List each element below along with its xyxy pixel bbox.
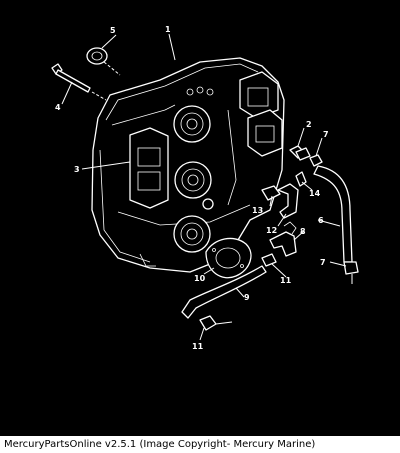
callout-7-top: 7	[323, 130, 329, 139]
elbow-fitting-part-8	[269, 221, 297, 257]
clamp-part-11-bottom	[199, 315, 233, 331]
callout-2: 2	[306, 120, 312, 129]
callout-labels: 1 5 4 3 2 7 14 13 12 6 8 7 10 11 9 11	[55, 25, 329, 351]
fitting-part-2	[289, 145, 311, 161]
callout-12: 12	[266, 226, 277, 235]
clip-part-13	[261, 185, 281, 201]
bolt-part-4	[51, 63, 107, 101]
exploded-parts-diagram: 1 5 4 3 2 7 14 13 12 6 8 7 10 11 9 11	[51, 25, 359, 351]
callout-10: 10	[194, 274, 206, 283]
callout-9: 9	[244, 293, 250, 302]
clamp-part-11-right	[261, 253, 277, 267]
copyright-caption: MercuryPartsOnline v2.5.1 (Image Copyrig…	[0, 436, 400, 453]
callout-13: 13	[252, 206, 263, 215]
cap-part-5	[86, 47, 121, 76]
callout-11-bottom: 11	[192, 342, 204, 351]
callout-11-right: 11	[280, 276, 292, 285]
housing-part-1	[91, 57, 285, 273]
callout-1: 1	[165, 25, 171, 34]
clamp-part-7-top	[309, 154, 323, 167]
callout-3: 3	[74, 165, 80, 174]
callout-6: 6	[318, 216, 324, 225]
callout-7-bottom: 7	[320, 258, 326, 267]
gasket-part-10	[205, 237, 252, 279]
callout-5: 5	[110, 26, 116, 35]
callout-4: 4	[55, 103, 61, 112]
hose-part-6	[313, 165, 353, 263]
callout-8: 8	[300, 227, 306, 236]
bracket-part-14	[295, 171, 307, 187]
clamp-part-7-bottom	[343, 261, 359, 284]
callout-14: 14	[309, 189, 321, 198]
hose-part-9	[181, 265, 267, 319]
leader-lines	[61, 33, 347, 341]
clip-part-12	[277, 183, 299, 219]
